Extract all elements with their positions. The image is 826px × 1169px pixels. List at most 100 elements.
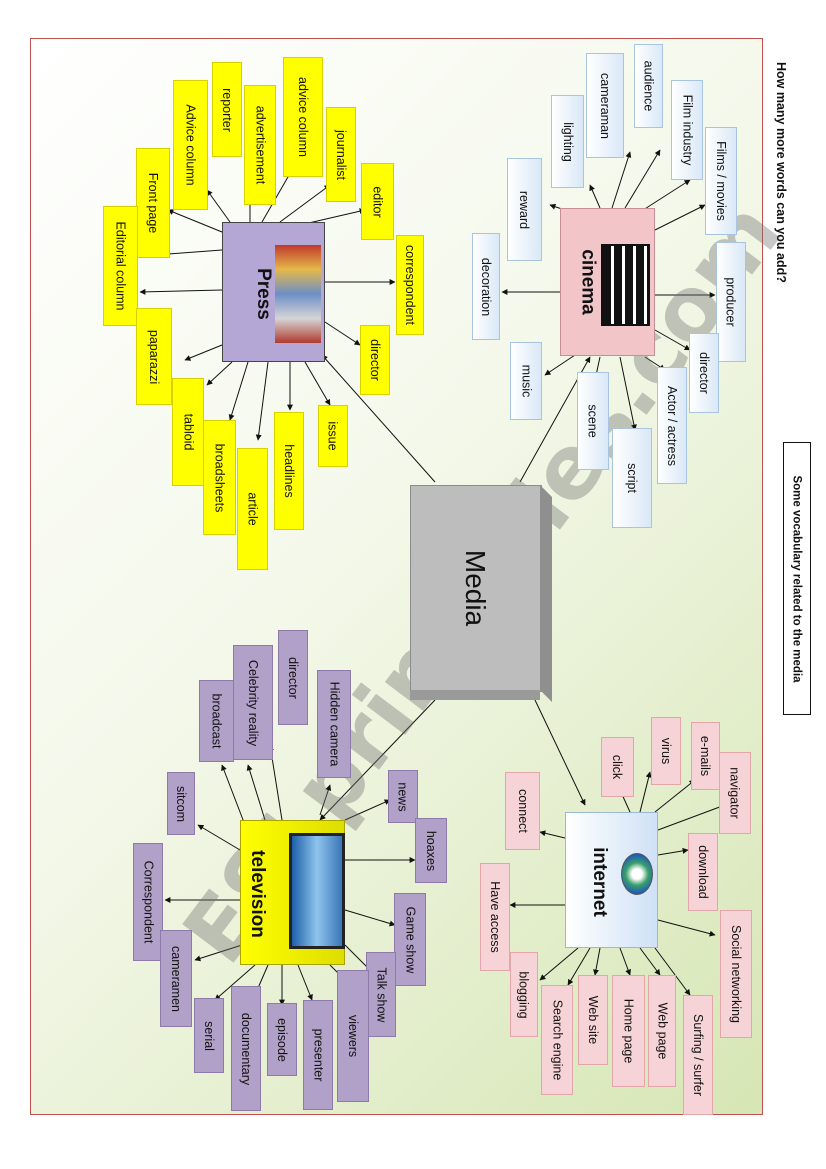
press-word: director	[360, 325, 390, 395]
tv-word: serial	[194, 998, 224, 1073]
newspapers-image	[275, 245, 321, 343]
cinema-word: scene	[577, 372, 609, 470]
word-label: virus	[659, 738, 673, 764]
word-label: broadsheets	[213, 443, 227, 512]
press-word: paparazzi	[136, 308, 172, 405]
cinema-word: director	[689, 333, 719, 413]
word-label: director	[368, 339, 382, 381]
word-label: viewers	[346, 1015, 360, 1057]
word-label: Advice column	[184, 104, 198, 185]
word-label: episode	[275, 1018, 289, 1062]
word-label: advice column	[296, 77, 310, 157]
word-label: correspondent	[403, 245, 417, 325]
press-word: broadsheets	[203, 420, 236, 535]
word-label: serial	[202, 1021, 216, 1051]
subtitle-text: Some vocabulary related to the media	[791, 475, 803, 682]
internet-word: e-mails	[691, 722, 720, 790]
word-label: audience	[642, 61, 656, 112]
internet-title: internet	[588, 847, 610, 917]
word-label: advertisement	[253, 106, 267, 185]
word-label: article	[246, 492, 260, 525]
word-label: Front page	[146, 173, 160, 233]
tv-word: Talk show	[366, 952, 396, 1037]
tv-word: documentary	[231, 986, 261, 1111]
tv-word: episode	[267, 1003, 297, 1076]
press-word: correspondent	[396, 235, 424, 335]
word-label: download	[696, 845, 710, 899]
word-label: script	[625, 463, 639, 493]
tv-word: viewers	[337, 970, 369, 1102]
word-label: journalist	[334, 129, 348, 179]
word-label: e-mails	[699, 736, 713, 776]
cinema-word: script	[612, 428, 652, 528]
press-word: Editorial column	[103, 206, 138, 326]
tv-word: presenter	[303, 1000, 333, 1110]
question-heading: How many more words can you add?	[774, 62, 788, 283]
word-label: Films / movies	[714, 141, 728, 221]
tv-word: news	[388, 770, 418, 823]
word-label: Film industry	[680, 95, 694, 166]
word-label: producer	[724, 277, 738, 326]
cinema-word: producer	[716, 242, 746, 362]
media-box: Media	[410, 485, 552, 700]
cinema-word: audience	[634, 44, 663, 128]
word-label: paparazzi	[147, 329, 161, 383]
cinema-word: lighting	[551, 95, 584, 188]
press-word: article	[237, 448, 268, 570]
press-word: headlines	[274, 412, 304, 530]
internet-word: Web page	[648, 975, 676, 1087]
press-word: editor	[361, 163, 394, 240]
word-label: Surfing / surfer	[691, 1014, 705, 1096]
internet-word: Home page	[612, 975, 645, 1087]
word-label: Home page	[622, 999, 636, 1064]
cinema-hub: cinema	[560, 208, 655, 356]
word-label: blogging	[517, 971, 531, 1018]
word-label: connect	[516, 789, 530, 833]
word-label: Game show	[403, 906, 417, 973]
media-label: Media	[459, 549, 491, 625]
press-hub: Press	[222, 222, 325, 362]
word-label: music	[519, 365, 533, 398]
internet-word: Surfing / surfer	[683, 995, 713, 1115]
word-label: editor	[371, 186, 385, 217]
subtitle-box: Some vocabulary related to the media	[783, 442, 811, 715]
internet-word: connect	[505, 772, 540, 850]
internet-word: download	[688, 833, 718, 911]
word-label: Hidden camera	[327, 682, 341, 767]
tv-screen-image	[289, 833, 345, 949]
cinema-title: cinema	[577, 249, 599, 314]
word-label: Search engine	[550, 1000, 564, 1081]
word-label: tabloid	[181, 414, 195, 451]
internet-word: click	[601, 737, 634, 797]
word-label: cameramen	[169, 946, 183, 1012]
internet-word: Web site	[578, 975, 608, 1065]
internet-word: Have access	[480, 863, 510, 971]
internet-word: virus	[651, 717, 681, 785]
word-label: Web page	[655, 1003, 669, 1060]
word-label: click	[611, 755, 625, 779]
press-word: advice column	[283, 57, 323, 177]
press-word: Advice column	[173, 80, 208, 210]
word-label: Correspondent	[141, 861, 155, 944]
press-title: Press	[252, 268, 274, 320]
word-label: reward	[518, 190, 532, 228]
word-label: sitcom	[174, 785, 188, 821]
word-label: news	[396, 782, 410, 811]
tv-word: Game show	[394, 893, 426, 986]
press-word: Front page	[136, 148, 170, 258]
internet-word: Search engine	[541, 985, 573, 1095]
word-label: Have access	[488, 881, 502, 953]
cinema-word: Films / movies	[705, 127, 737, 235]
cinema-word: Film industry	[671, 80, 703, 180]
word-label: hoaxes	[424, 830, 438, 870]
internet-word: Social networking	[720, 910, 752, 1038]
word-label: broadcast	[210, 694, 224, 749]
word-label: cameraman	[598, 73, 612, 139]
tv-word: broadcast	[199, 680, 234, 762]
tv-word: Correspondent	[133, 843, 163, 961]
word-label: headlines	[282, 444, 296, 498]
word-label: Talk show	[374, 967, 388, 1022]
word-label: Celebrity reality	[246, 659, 260, 745]
word-label: navigator	[728, 767, 742, 818]
clapperboard-icon	[601, 244, 650, 326]
